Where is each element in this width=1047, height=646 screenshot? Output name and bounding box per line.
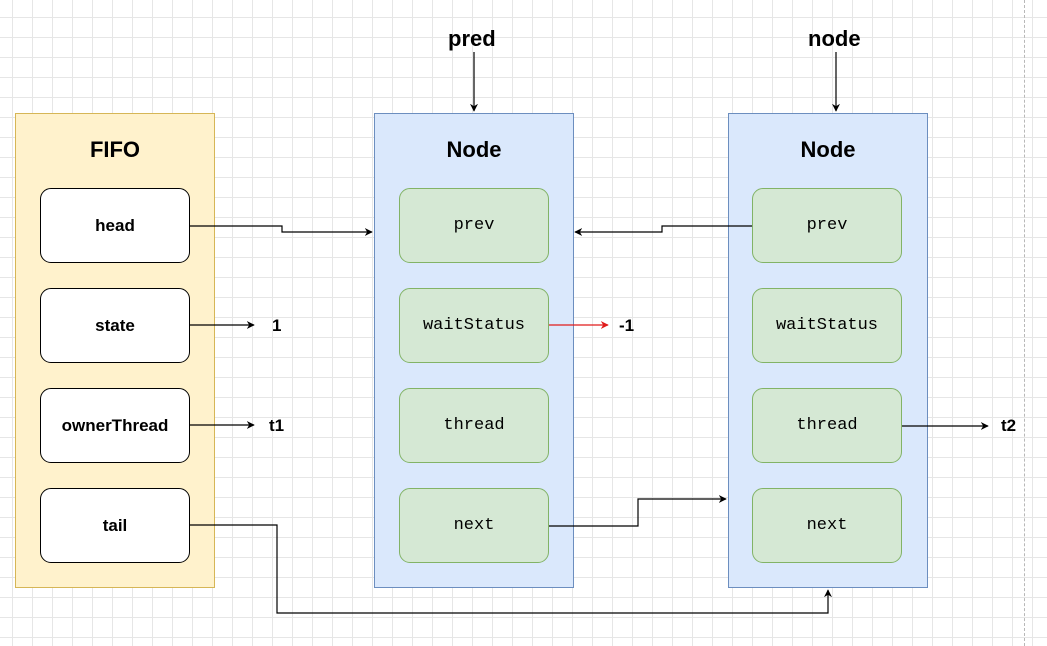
owner-thread-value-label: t1 xyxy=(269,416,285,435)
fifo-tail-field[interactable]: tail xyxy=(40,488,190,563)
page-boundary-line xyxy=(1024,0,1025,646)
current-prev-to-pred-node-edge xyxy=(574,225,752,236)
pred-node-thread-field[interactable]: thread xyxy=(399,388,549,463)
node-pointer-label: node xyxy=(808,26,861,51)
current-thread-value-label: t2 xyxy=(1001,416,1017,435)
pred-node-wait-status-field[interactable]: waitStatus xyxy=(399,288,549,363)
pred-node-next-field[interactable]: next xyxy=(399,488,549,563)
current-node-next-field[interactable]: next xyxy=(752,488,902,563)
pred-node-title: Node xyxy=(446,137,502,162)
head-to-pred-node-edge xyxy=(190,225,373,236)
pred-next-to-current-node-edge xyxy=(549,495,727,527)
current-node-prev-field[interactable]: prev xyxy=(752,188,902,263)
state-value-label: 1 xyxy=(272,316,282,335)
tail-to-current-node-edge xyxy=(190,524,832,614)
fifo-owner-thread-field[interactable]: ownerThread xyxy=(40,388,190,463)
current-node-wait-status-field[interactable]: waitStatus xyxy=(752,288,902,363)
fifo-state-field[interactable]: state xyxy=(40,288,190,363)
current-node-title: Node xyxy=(800,137,856,162)
current-node-thread-field[interactable]: thread xyxy=(752,388,902,463)
fifo-head-field[interactable]: head xyxy=(40,188,190,263)
pred-wait-status-value-label: -1 xyxy=(619,316,635,335)
pred-pointer-label: pred xyxy=(448,26,496,51)
pred-node-prev-field[interactable]: prev xyxy=(399,188,549,263)
fifo-title: FIFO xyxy=(89,137,141,162)
